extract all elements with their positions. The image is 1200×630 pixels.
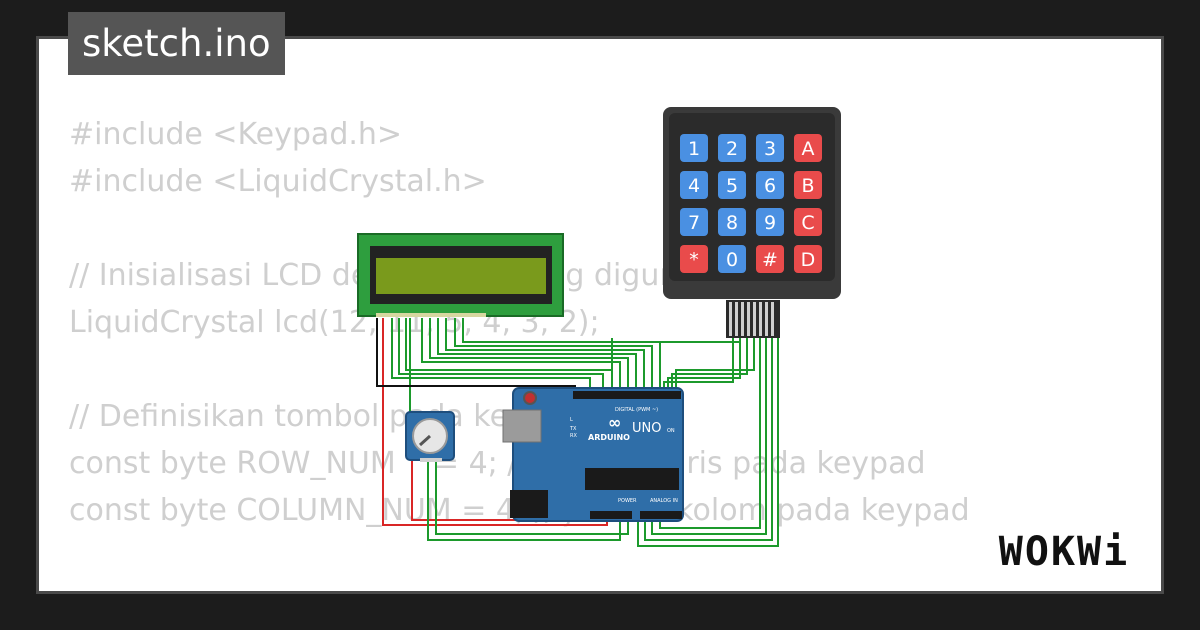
code-line: char keys[ROW_NUM][COLUMN_NUM] = { xyxy=(69,581,970,591)
keypad-key[interactable] xyxy=(756,245,784,273)
keypad-key[interactable] xyxy=(680,171,708,199)
atmega-chip xyxy=(585,468,679,490)
wire-green-pot xyxy=(427,460,621,541)
keypad-key-label: 4 xyxy=(688,175,700,197)
arduino-uno[interactable]: ∞ ARDUINO UNO DIGITAL (PWM ~) POWER ANAL… xyxy=(502,387,684,522)
arduino-model: UNO xyxy=(632,421,661,436)
header-analog xyxy=(640,511,682,519)
on-label: ON xyxy=(667,428,675,434)
wire xyxy=(675,338,755,392)
lcd-display[interactable] xyxy=(357,233,564,317)
keypad-key[interactable] xyxy=(756,171,784,199)
arduino-logo-text: ARDUINO xyxy=(588,433,630,442)
keypad-key-label: 7 xyxy=(688,212,700,234)
wire xyxy=(454,318,653,392)
l-label: L xyxy=(570,417,573,423)
keypad-key[interactable] xyxy=(680,245,708,273)
digital-label: DIGITAL (PWM ~) xyxy=(615,407,658,413)
pot-indicator xyxy=(418,434,432,447)
keypad-connector-pins xyxy=(729,302,774,336)
keypad-key-label: * xyxy=(689,249,699,271)
potentiometer[interactable] xyxy=(405,411,455,462)
keypad-key-label: 1 xyxy=(688,138,700,160)
keypad-key-label: 9 xyxy=(764,212,776,234)
wire xyxy=(671,338,748,392)
code-line: #include <Keypad.h> xyxy=(69,117,403,152)
wire xyxy=(637,338,779,547)
wire xyxy=(421,318,621,392)
keypad-key-label: 3 xyxy=(764,138,776,160)
keypad-key[interactable] xyxy=(680,134,708,162)
keypad-key-label: 5 xyxy=(726,175,738,197)
keypad-key[interactable] xyxy=(718,208,746,236)
keypad-key[interactable] xyxy=(794,208,822,236)
tx-label: TX xyxy=(569,426,577,432)
wires xyxy=(376,318,779,547)
keypad-key[interactable] xyxy=(718,134,746,162)
code-line: const byte COLUMN_NUM = 4; // jumlah kol… xyxy=(69,493,970,528)
keypad-key-label: 8 xyxy=(726,212,738,234)
keypad-key-label: D xyxy=(801,249,816,271)
keypad-key[interactable] xyxy=(718,171,746,199)
header-power xyxy=(590,511,632,519)
keypad-key-label: 6 xyxy=(764,175,776,197)
code-line: #include <LiquidCrystal.h> xyxy=(69,164,487,199)
keypad-key[interactable] xyxy=(680,208,708,236)
header-digital xyxy=(573,391,681,399)
usb-port xyxy=(502,409,542,443)
keypad[interactable]: 1 2 3 A 4 5 6 B 7 8 9 C * 0 # D xyxy=(663,107,841,338)
lcd-screen xyxy=(376,258,546,294)
pot-pins xyxy=(420,458,442,462)
wire-green-pot xyxy=(435,460,629,535)
wire xyxy=(651,338,767,535)
wire xyxy=(437,318,637,392)
power-jack xyxy=(510,490,548,518)
wire xyxy=(462,318,661,392)
keypad-key-label: 0 xyxy=(726,249,738,271)
keypad-key[interactable] xyxy=(756,134,784,162)
keypad-key[interactable] xyxy=(794,134,822,162)
analog-label: ANALOG IN xyxy=(650,498,678,504)
power-label: POWER xyxy=(618,498,637,504)
keypad-key[interactable] xyxy=(756,208,784,236)
arduino-logo-infinity-icon: ∞ xyxy=(608,413,621,432)
lcd-wires xyxy=(391,318,661,446)
code-background: #include <Keypad.h> #include <LiquidCryst… xyxy=(69,111,970,591)
keypad-key[interactable] xyxy=(794,245,822,273)
sketch-title-tag: sketch.ino xyxy=(68,12,285,75)
rx-label: RX xyxy=(570,433,577,439)
keypad-key-label: A xyxy=(802,138,815,160)
keypad-key-label: # xyxy=(762,249,778,271)
keypad-key[interactable] xyxy=(794,171,822,199)
keypad-key[interactable] xyxy=(718,245,746,273)
keypad-key-label: 2 xyxy=(726,138,738,160)
wire xyxy=(667,338,741,392)
lcd-pins xyxy=(376,313,486,317)
keypad-key-label: C xyxy=(801,212,814,234)
wire xyxy=(429,318,629,392)
keypad-panel xyxy=(669,113,835,281)
reset-button[interactable] xyxy=(523,391,537,405)
keypad-keys: 1 2 3 A 4 5 6 B 7 8 9 C * 0 # D xyxy=(680,134,822,273)
wire xyxy=(663,338,734,392)
keypad-wires xyxy=(611,338,779,547)
wire-red xyxy=(382,318,608,526)
wire xyxy=(391,318,591,392)
wokwi-logo: WOKWi xyxy=(978,526,1150,578)
wire xyxy=(644,338,773,541)
keypad-key-label: B xyxy=(801,175,814,197)
wire xyxy=(445,318,645,392)
wire xyxy=(398,318,604,392)
wire xyxy=(659,338,761,529)
